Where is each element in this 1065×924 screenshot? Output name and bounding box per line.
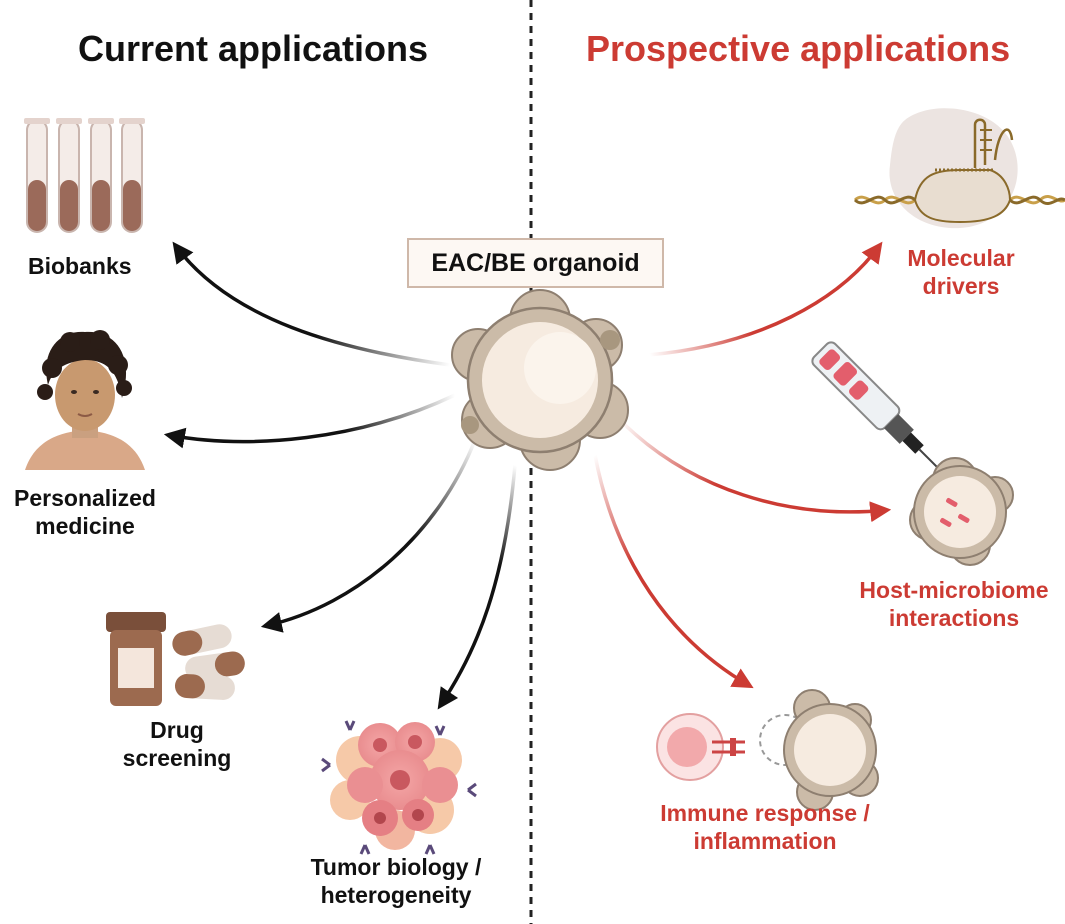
label-biobanks: Biobanks [28,253,132,279]
label-host-microbiome-interactions: Host-microbiome interactions [859,577,1049,631]
label-immune-response: Immune response / inflammation [660,800,870,854]
arrow-to-tumor-biology [437,464,517,710]
arrow-to-host-microbiome [618,418,892,523]
microinjection-organoid-icon [811,341,1014,566]
label-drug-screening: Drug screening [122,717,232,771]
label-tumor-biology: Tumor biology / heterogeneity [310,854,482,908]
heading-current-applications: Current applications [78,28,429,69]
label-molecular-drivers: Molecular drivers [907,245,1015,299]
tumor-cell-cluster-icon [321,720,477,855]
heading-prospective-applications: Prospective applications [586,28,1011,69]
organoid-label-box: EAC/BE organoid [407,238,664,288]
person-portrait-icon [25,330,145,470]
arrow-to-personalized-medicine [163,393,456,449]
arrow-to-immune-response [593,454,754,689]
label-personalized-medicine: Personalized medicine [14,485,156,539]
dna-transcription-icon [853,108,1065,229]
arrow-to-biobanks [172,241,451,367]
organoid-label: EAC/BE organoid [431,248,640,277]
test-tubes-icon [24,118,145,233]
immune-cell-organoid-icon [656,689,879,811]
arrow-to-molecular-drivers [647,241,883,357]
central-organoid-icon [451,289,629,471]
arrow-to-drug-screening [260,439,477,633]
pill-bottle-capsules-icon [106,612,245,706]
